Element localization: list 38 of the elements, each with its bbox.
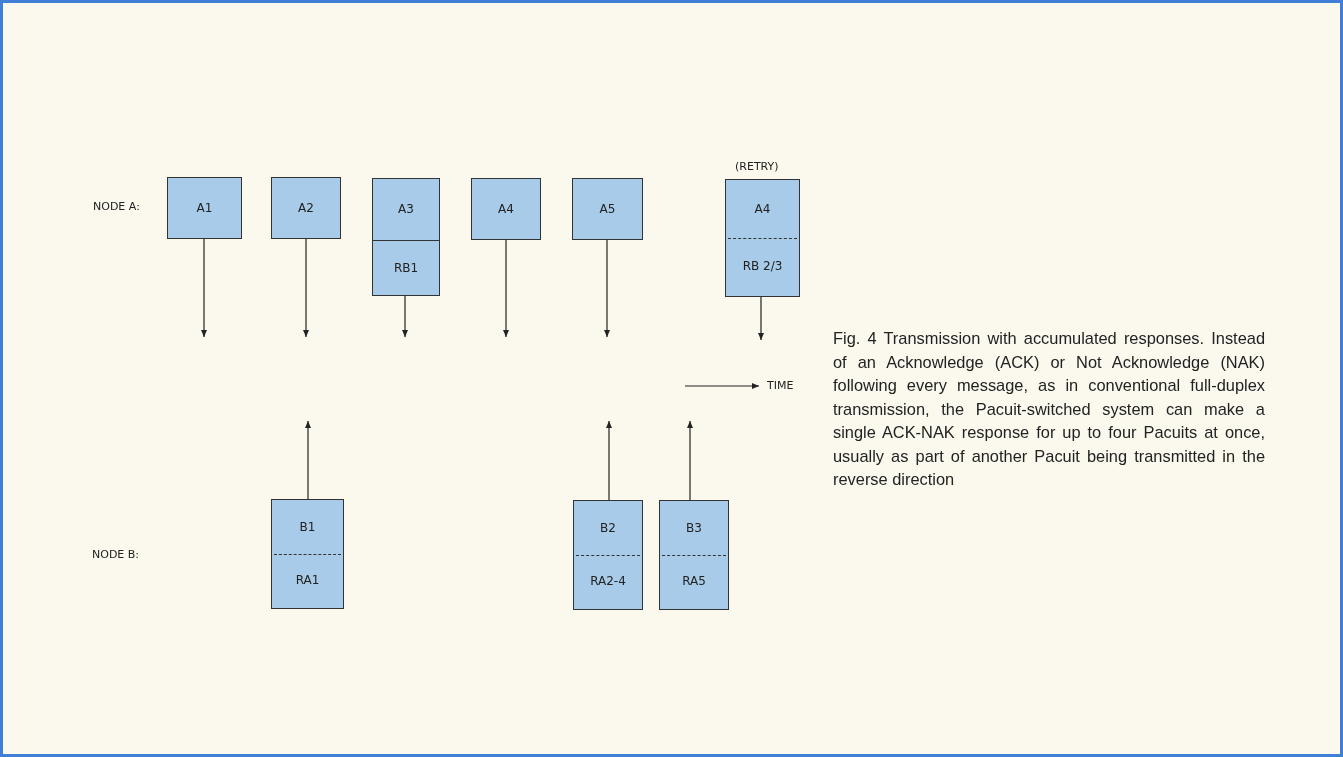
packet-label: B3	[685, 520, 703, 535]
packet-label: A4	[497, 201, 515, 216]
packet-box	[659, 500, 729, 610]
arrow	[303, 238, 309, 338]
arrow	[402, 295, 408, 338]
arrow	[604, 239, 610, 338]
packet-box	[271, 177, 341, 239]
packet-label: B1	[298, 519, 317, 534]
packet-label: RB1	[392, 260, 420, 275]
packet-box	[372, 240, 440, 296]
packet-box	[167, 177, 242, 239]
packet-label: RA2-4	[589, 574, 627, 589]
packet-label: A3	[397, 202, 415, 216]
arrow	[201, 238, 207, 338]
figure-caption: Fig. 4 Transmission with accumulated responses. Instead of an Acknowledge (ACK) or Not Acknowledge (NAK) following every message, as in conventional full-duplex transmission, the Pacuit-switched system can make a single ACK-NAK response for up to four Pacuits at once, usually as part of another Pacuit being transmitted in the reverse direction	[833, 328, 1265, 490]
retry-note: (RETRY)	[735, 160, 779, 173]
packet-box	[372, 178, 440, 241]
packet-label: RB 2/3	[741, 259, 784, 274]
packet-box	[573, 500, 643, 610]
packet-box	[725, 179, 800, 297]
row-label: NODE A:	[93, 200, 140, 213]
packet-box	[471, 178, 541, 240]
arrow	[606, 420, 612, 501]
row-label: NODE B:	[92, 548, 140, 561]
axis-label: TIME	[767, 379, 794, 392]
packet-label: RA1	[294, 573, 321, 588]
arrow	[687, 420, 693, 501]
packet-box	[572, 178, 643, 240]
packet-label: A2	[297, 200, 315, 215]
packet-label: RA5	[681, 574, 707, 589]
packet-label: A1	[195, 200, 214, 215]
packet-label: A5	[598, 201, 617, 216]
packet-label: B2	[599, 520, 617, 535]
arrow	[305, 420, 311, 500]
packet-label: A4	[753, 201, 772, 216]
packet-box	[271, 499, 344, 609]
arrow	[503, 239, 509, 338]
arrow	[758, 296, 764, 341]
